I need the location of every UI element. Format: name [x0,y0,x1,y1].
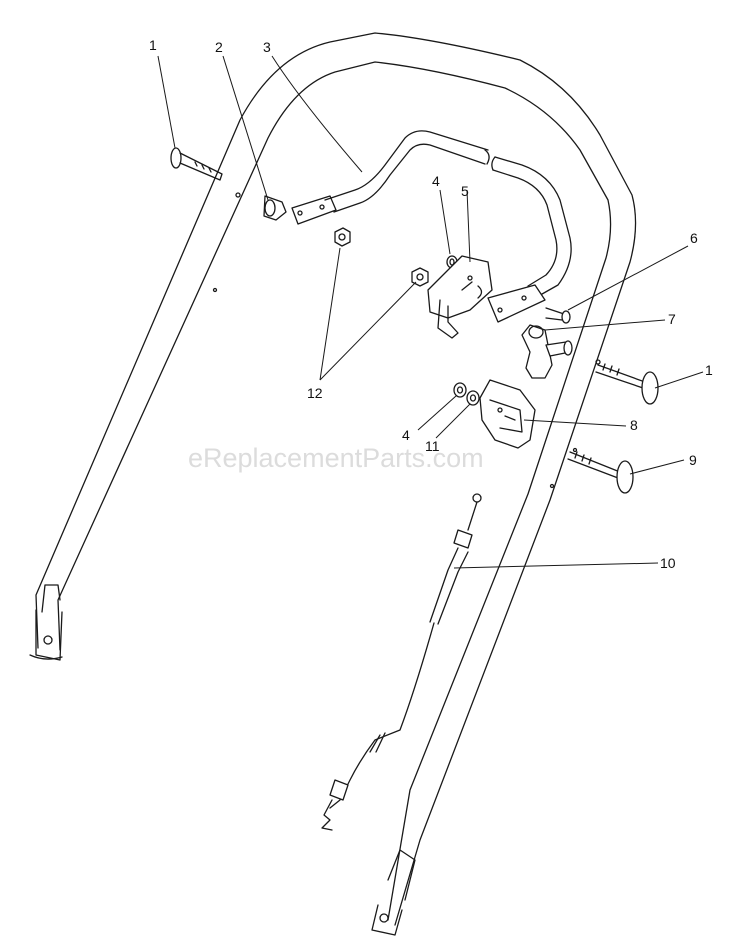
part-7-knob [521,324,573,379]
part-8-cable-bracket [479,379,536,449]
part-1-bolt-left [170,147,223,181]
callout-6: 6 [690,230,698,246]
part-12-nuts [334,227,429,287]
part-10-control-cable [321,493,482,831]
leader-lines [157,55,704,569]
callout-3: 3 [263,39,271,55]
callout-7: 7 [668,311,676,327]
callout-10: 10 [660,555,676,571]
watermark-text: eReplacementParts.com [188,443,484,473]
part-5-bracket [427,255,493,339]
callout-9: 9 [689,452,697,468]
callout-4-upper: 4 [432,173,440,189]
callout-1-right: 1 [705,362,713,378]
part-1-bolt-right [595,363,659,405]
callout-2: 2 [215,39,223,55]
callout-5: 5 [461,183,469,199]
callout-11: 11 [425,438,440,454]
callout-labels: 1 2 3 4 5 6 7 1 12 8 4 11 9 10 [149,37,713,571]
callout-8: 8 [630,417,638,433]
part-3-control-bail [291,130,572,323]
callout-1-top: 1 [149,37,157,53]
part-6-screw [545,307,571,324]
part-9-bolt [567,451,634,494]
callout-4-lower: 4 [402,427,410,443]
part-4-washer-lower [453,382,467,398]
part-2-bushing [263,195,287,221]
upper-handle [29,32,637,936]
part-11-washer [466,390,480,406]
callout-12: 12 [307,385,323,401]
